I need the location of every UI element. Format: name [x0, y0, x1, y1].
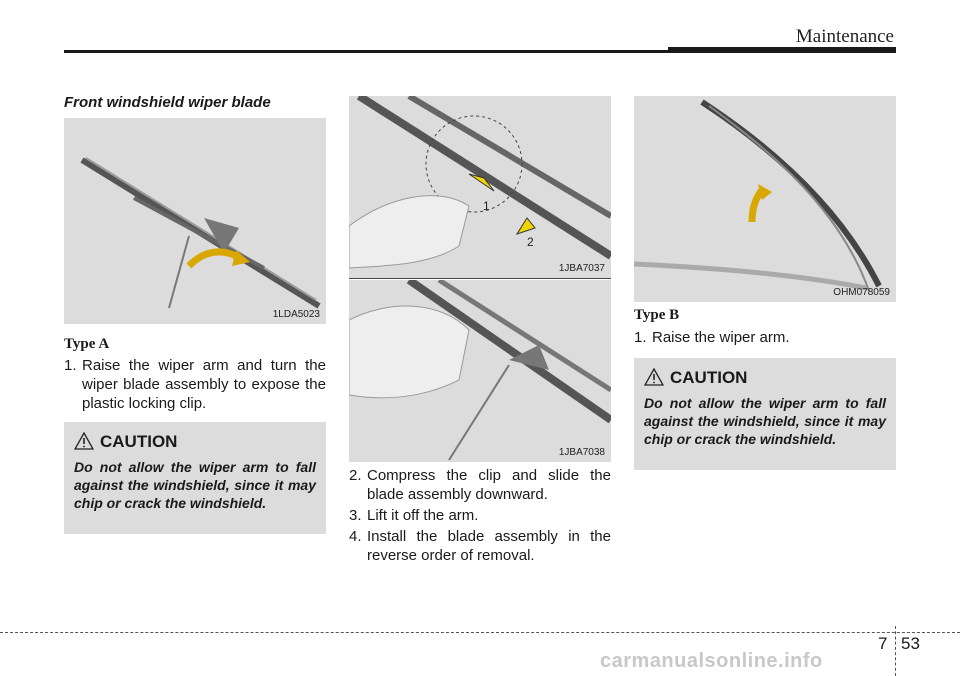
- caution-text: Do not allow the wiper arm to fall again…: [74, 459, 316, 511]
- caution-box: CAUTION Do not allow the wiper arm to fa…: [634, 358, 896, 470]
- section-title: Front windshield wiper blade: [64, 94, 271, 111]
- clip-compress-illustration: 1 2: [349, 96, 611, 269]
- header-rule-accent: [668, 47, 896, 53]
- step-text: Raise the wiper arm and turn the wiper b…: [82, 357, 326, 412]
- blade-slide-illustration: [349, 280, 611, 461]
- step-2: 2. Compress the clip and slide the blade…: [349, 466, 611, 504]
- footer-divider: [895, 626, 896, 676]
- watermark: carmanualsonline.info: [600, 650, 823, 672]
- step-text: Compress the clip and slide the blade as…: [367, 467, 611, 503]
- step-number: 2.: [349, 467, 362, 484]
- callout-1: 1: [483, 199, 490, 213]
- type-a-step-1: 1. Raise the wiper arm and turn the wipe…: [64, 356, 326, 413]
- step-text: Raise the wiper arm.: [652, 329, 790, 346]
- step-number: 1.: [634, 329, 647, 346]
- page-number: 53: [901, 634, 920, 653]
- chapter-number: 7: [878, 634, 888, 653]
- caution-title: CAUTION: [670, 368, 748, 387]
- step-text: Install the blade assembly in the revers…: [367, 528, 611, 564]
- warning-triangle-icon: [74, 432, 94, 450]
- figure-compress-clip: 1 2 1JBA7037: [349, 96, 611, 278]
- step-number: 3.: [349, 507, 362, 524]
- figure-code: 1LDA5023: [272, 309, 320, 320]
- type-a-heading: Type A: [64, 336, 110, 352]
- step-3: 3. Lift it off the arm.: [349, 506, 611, 525]
- wiper-blade-illustration: [80, 157, 321, 309]
- figure-type-b-wiper: OHM078059: [634, 96, 896, 302]
- footer-rule: [0, 632, 960, 633]
- warning-triangle-icon: [644, 368, 664, 386]
- callout-2: 2: [527, 235, 534, 249]
- type-b-step-1: 1. Raise the wiper arm.: [634, 328, 896, 347]
- figure-code: OHM078059: [833, 287, 890, 298]
- step-number: 1.: [64, 357, 77, 374]
- step-text: Lift it off the arm.: [367, 507, 479, 524]
- figure-code: 1JBA7037: [558, 263, 605, 274]
- step-4: 4. Install the blade assembly in the rev…: [349, 527, 611, 565]
- caution-text: Do not allow the wiper arm to fall again…: [644, 395, 886, 447]
- figure-slide-blade: 1JBA7038: [349, 280, 611, 462]
- type-b-heading: Type B: [634, 307, 680, 323]
- figure-type-a-wiper: 1LDA5023: [64, 118, 326, 324]
- step-number: 4.: [349, 528, 362, 545]
- header-rule: [64, 50, 896, 53]
- wiper-arm-raise-illustration: [634, 99, 882, 292]
- figure-code: 1JBA7038: [558, 447, 605, 458]
- figure-divider: [349, 278, 611, 279]
- caution-title: CAUTION: [100, 432, 178, 451]
- caution-box: CAUTION Do not allow the wiper arm to fa…: [64, 422, 326, 534]
- header-section-title: Maintenance: [795, 26, 894, 47]
